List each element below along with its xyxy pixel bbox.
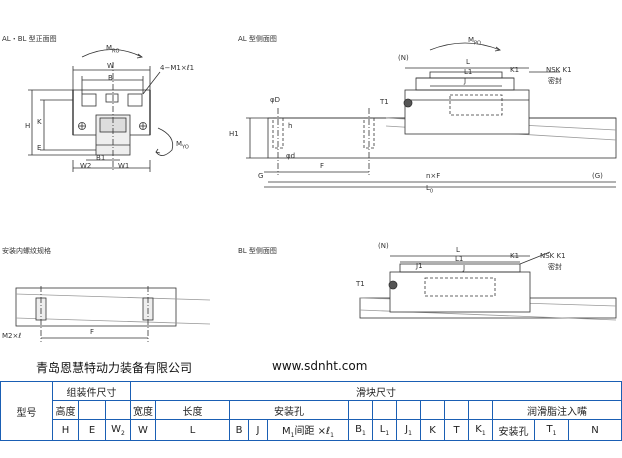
col-j: J: [248, 419, 268, 441]
company-url[interactable]: www.sdnht.com: [272, 359, 368, 373]
label-e: E: [37, 144, 42, 152]
label-phi-d: φd: [286, 152, 296, 160]
col-l1: L1: [372, 419, 397, 441]
col-hole: 安装孔: [492, 419, 535, 441]
view-title-side-bl: BL 型侧面图: [238, 247, 277, 255]
label-mpo: MPO: [468, 36, 481, 47]
th-assembly: 组装件尺寸: [52, 381, 131, 401]
th-block: 滑块尺寸: [130, 381, 622, 401]
col-t: T: [444, 419, 469, 441]
label-j1-bl: J1: [416, 262, 423, 270]
technical-drawing: [15, 42, 617, 342]
label-n: (N): [398, 54, 409, 62]
bl-block: [389, 271, 531, 313]
label-l: L: [466, 58, 470, 66]
label-g-paren: (G): [592, 172, 603, 180]
mpo-arrow: [429, 42, 501, 51]
col-k1: K1: [468, 419, 493, 441]
label-k1: K1: [510, 66, 520, 74]
col-k: K: [420, 419, 445, 441]
side-block: [404, 89, 530, 135]
label-k1-bl: K1: [510, 252, 520, 260]
label-h-small: h: [288, 122, 293, 130]
label-h1: H1: [229, 130, 239, 138]
col-t1: T1: [534, 419, 569, 441]
label-lo: L0: [426, 184, 434, 195]
label-t1-bl: T1: [356, 280, 365, 288]
label-b: B: [108, 74, 113, 82]
label-w2: W2: [80, 162, 92, 170]
label-m2xl: M2×ℓ: [2, 332, 22, 340]
label-w: W: [107, 62, 114, 70]
view-title-front: AL・BL 型正面图: [2, 35, 57, 43]
label-f-thread: F: [90, 328, 95, 336]
col-e: E: [78, 419, 106, 441]
label-myo: MYO: [176, 140, 189, 151]
col-w2: W2: [105, 419, 131, 441]
col-h: H: [52, 419, 79, 441]
col-mxl: M1间距 ×ℓ1: [267, 419, 349, 441]
th-mount-hole: 安装孔: [229, 400, 349, 420]
label-nsk: NSK K1: [546, 66, 572, 74]
label-g: G: [258, 172, 264, 180]
col-n: N: [568, 419, 622, 441]
label-l1-bl: L1: [455, 255, 464, 263]
label-nsk-bl: NSK K1: [540, 252, 566, 260]
label-4mxl: 4−M1×ℓ1: [160, 64, 195, 72]
mro-arrow: [81, 49, 143, 58]
view-title-side-al: AL 型侧面图: [238, 35, 277, 43]
th-lube-nipple: 润滑脂注入嘴: [492, 400, 622, 420]
label-f: F: [320, 162, 325, 170]
th-model: 型号: [0, 381, 53, 441]
label-n-bl: (N): [378, 242, 389, 250]
th-height: 高度: [52, 400, 79, 420]
th-width: 宽度: [130, 400, 156, 420]
company-name: 青岛恩慧特动力装备有限公司: [36, 361, 193, 375]
label-t1: T1: [380, 98, 389, 106]
view-title-thread: 安装内螺纹规格: [2, 247, 51, 255]
label-b1: B1: [96, 154, 106, 162]
label-j-bl: J: [463, 264, 466, 272]
label-mro: MRO: [106, 44, 120, 55]
col-j1: J1: [396, 419, 421, 441]
col-b: B: [229, 419, 249, 441]
label-w1: W1: [118, 162, 130, 170]
col-b1: B1: [348, 419, 373, 441]
spec-table: 型号 组装件尺寸 滑块尺寸 高度 宽度 长度 安装孔 润滑脂注入嘴 H E W2…: [0, 381, 622, 441]
col-w: W: [130, 419, 156, 441]
label-l-bl: L: [456, 246, 460, 254]
label-k: K: [37, 118, 42, 126]
label-seal-bl: 密封: [548, 263, 562, 271]
label-phi-D: φD: [270, 96, 281, 104]
label-nxf: n×F: [426, 172, 441, 180]
label-seal: 密封: [548, 77, 562, 85]
myo-arrow: [155, 127, 174, 156]
label-j: J: [464, 77, 467, 85]
col-l: L: [155, 419, 230, 441]
label-l1: L1: [464, 68, 473, 76]
label-h: H: [25, 122, 31, 130]
th-length: 长度: [155, 400, 230, 420]
